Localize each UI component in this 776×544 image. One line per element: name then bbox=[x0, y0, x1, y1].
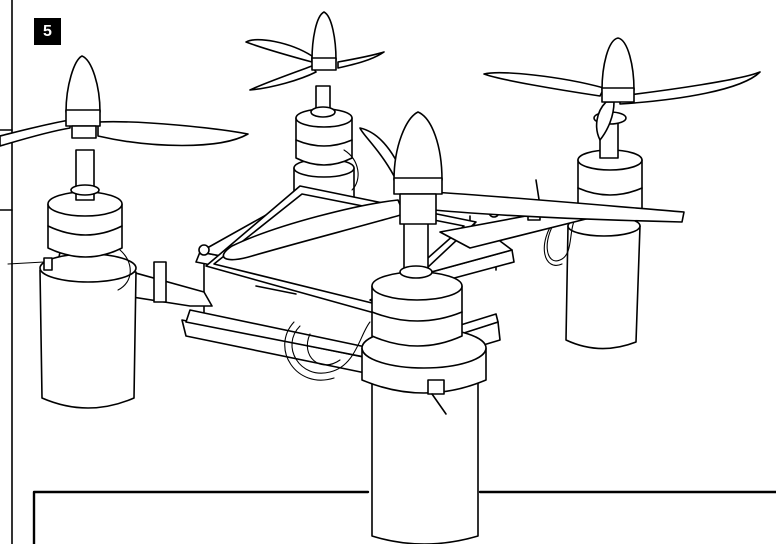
step-number: 5 bbox=[43, 22, 52, 40]
step-number-badge: 5 bbox=[34, 18, 61, 45]
motor-front-left bbox=[0, 55, 249, 409]
motor-back-center bbox=[245, 11, 385, 220]
motor-front-center bbox=[222, 111, 685, 544]
motor-back-right bbox=[483, 37, 761, 350]
caption-box-text bbox=[40, 498, 760, 538]
